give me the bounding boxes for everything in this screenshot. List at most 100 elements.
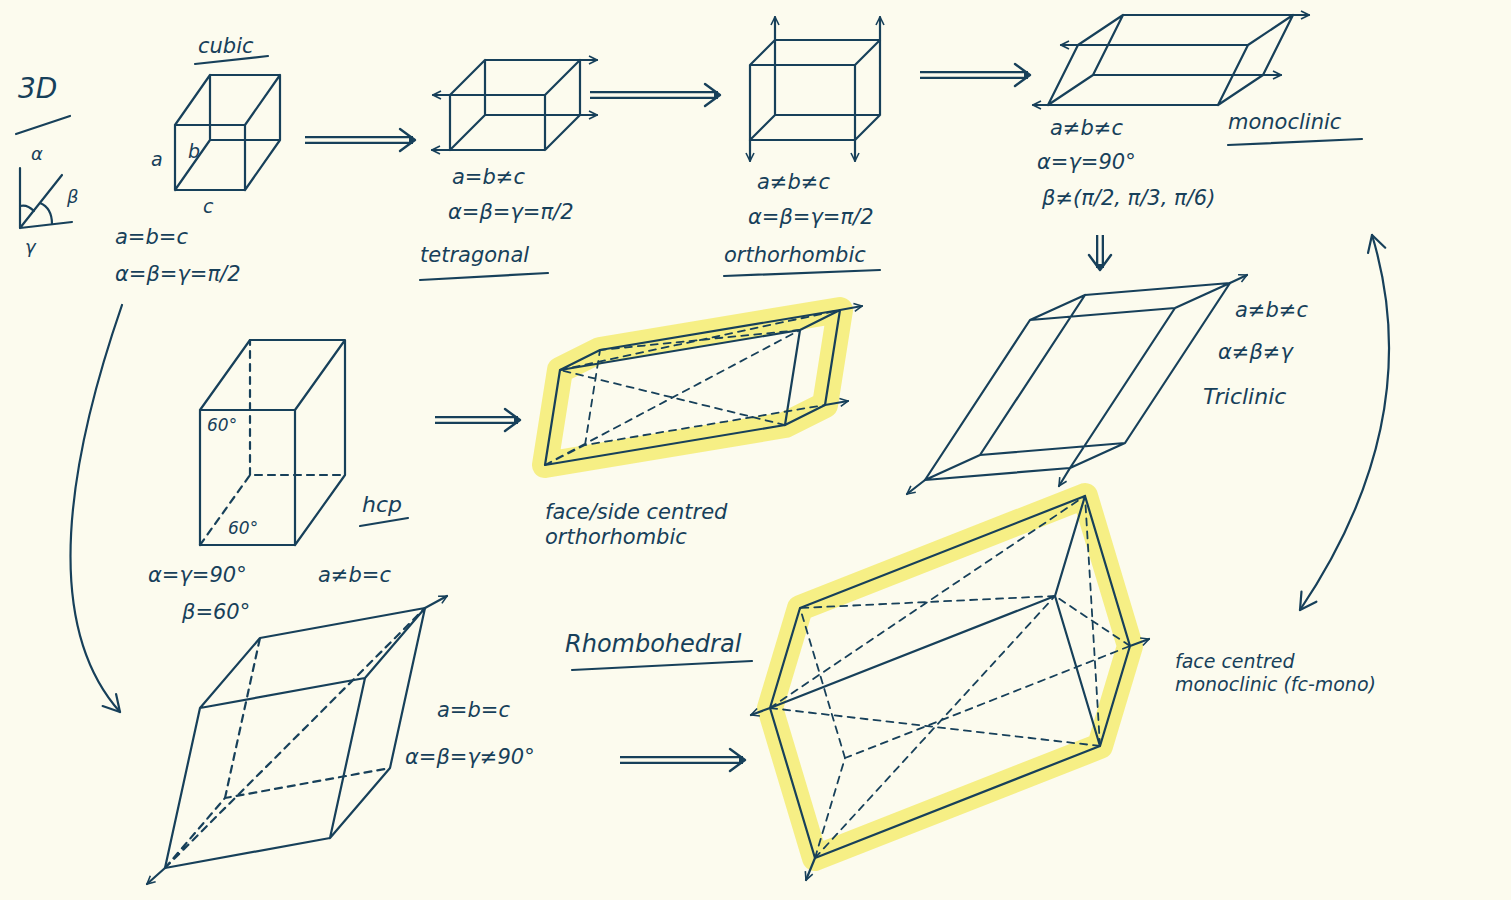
connector-arrow xyxy=(1300,235,1389,610)
axis-arrow xyxy=(1059,468,1070,486)
monoclinic-figure xyxy=(1048,15,1293,105)
lattice-caption: α=β=γ=π/2 xyxy=(115,262,241,287)
lattice-caption: α=β=γ=π/2 xyxy=(448,200,574,225)
lattice-figure: a=b≠c α=β=γ=π/2 tetragonal xyxy=(415,45,590,285)
lattice-caption: face centred monoclinic (fc-mono) xyxy=(1175,650,1400,696)
dimension-label: α xyxy=(31,143,43,165)
dimension-label: 60° xyxy=(228,518,258,538)
arrowhead xyxy=(1015,64,1030,86)
lattice-caption: face/side centred orthorhombic xyxy=(545,500,835,550)
cube-figure xyxy=(175,75,280,190)
hidden-edges xyxy=(165,608,425,868)
underline xyxy=(16,116,70,134)
fc-orthorhombic-figure xyxy=(545,310,840,465)
connector-outer xyxy=(435,416,518,424)
arrowhead xyxy=(505,409,520,431)
lattice-caption: orthorhombic xyxy=(724,243,866,268)
fc-monoclinic-figure xyxy=(770,496,1130,858)
connector-inner xyxy=(305,138,409,141)
axis-arrow xyxy=(825,401,848,405)
axis-arrow xyxy=(1263,74,1281,76)
connector-arrow xyxy=(70,305,122,712)
figure-title: Rhombohedral xyxy=(565,630,741,659)
lattice-figure: hcp α=γ=90° a≠b=c β=60° xyxy=(145,330,435,632)
underline xyxy=(1228,139,1362,145)
lattice-figure: a≠b≠cα≠β≠γTriclinic xyxy=(915,270,1360,495)
lattice-caption: a≠b≠c xyxy=(1050,116,1123,141)
lattice-caption: a=b=c xyxy=(437,698,510,723)
lattice-figure: face/side centred orthorhombic xyxy=(520,300,850,605)
lattice-caption: α=γ=90° xyxy=(148,563,247,588)
underline xyxy=(572,661,752,670)
axis-arrow xyxy=(425,596,447,608)
hidden-edges xyxy=(200,340,345,545)
connector-arrow xyxy=(620,749,745,771)
connector-curve xyxy=(70,305,122,712)
axis-arrow xyxy=(1061,44,1078,46)
connector-inner xyxy=(920,73,1024,76)
hcp-figure xyxy=(200,340,345,545)
rhombohedral-figure xyxy=(165,608,425,868)
arrowhead xyxy=(1368,235,1385,253)
connector-curve xyxy=(1300,235,1389,610)
highlight-band xyxy=(770,496,1130,858)
underline xyxy=(724,270,880,276)
connector-outer xyxy=(590,91,718,99)
connector-inner xyxy=(620,758,739,761)
highlight-band xyxy=(545,310,840,465)
dimension-label: c xyxy=(203,195,213,218)
connector-arrow xyxy=(435,409,520,431)
connector-arrow xyxy=(920,64,1030,86)
axis-arrow xyxy=(749,140,751,161)
arrowhead xyxy=(103,694,120,712)
dimension-label: γ xyxy=(25,236,36,258)
connector-arrow xyxy=(590,84,720,106)
lattice-caption: hcp xyxy=(362,492,402,518)
axis-arrow xyxy=(907,480,925,494)
lattice-caption: monoclinic xyxy=(1228,110,1341,135)
lattice-caption: α≠β≠γ xyxy=(1218,340,1293,365)
axis-arrow xyxy=(1033,104,1048,106)
connector-inner xyxy=(435,418,514,421)
axis-arrow xyxy=(854,140,856,161)
lattice-caption: β≠(π/2, π/3, π/6) xyxy=(1042,186,1215,211)
hidden-edges xyxy=(770,496,1130,858)
axis-arrow xyxy=(433,94,450,96)
connector-inner xyxy=(1098,235,1101,264)
axis-arrow xyxy=(580,59,597,61)
axis-arrow xyxy=(1293,14,1309,16)
connector-arrow xyxy=(305,129,415,151)
connector-outer xyxy=(920,71,1028,79)
arrowhead xyxy=(730,749,745,771)
dimension-label: b xyxy=(188,140,200,163)
arrowhead xyxy=(400,129,415,151)
lattice-figure: a≠b≠c monoclinic α=γ=90° β≠(π/2, π/3, π/6) xyxy=(1030,5,1400,235)
ink-strokes xyxy=(16,15,1362,884)
axis-arrow xyxy=(432,149,450,151)
axis-arrow xyxy=(774,17,776,40)
axis-arrow xyxy=(147,868,165,884)
axis-arrow xyxy=(879,17,881,40)
arrowhead xyxy=(705,84,720,106)
axis-arrow xyxy=(751,708,770,715)
angle-sketch xyxy=(20,168,72,228)
lattice-caption: a≠b≠c xyxy=(757,170,830,195)
dimension-label: 60° xyxy=(207,415,237,435)
lattice-caption: a≠b=c xyxy=(318,563,391,588)
lattice-caption: a≠b≠c xyxy=(1235,298,1308,323)
connector-outer xyxy=(1096,235,1104,268)
lattice-figure: a≠b≠c α=β=γ=π/2 orthorhombic xyxy=(720,10,920,285)
hidden-edges xyxy=(545,310,840,465)
lattice-caption: α=β=γ=π/2 xyxy=(748,205,874,230)
lattice-caption: a=b≠c xyxy=(452,165,525,190)
lattice-caption: β=60° xyxy=(182,600,250,625)
lattice-caption: α=γ=90° xyxy=(1037,150,1136,175)
lattice-figure: cubica=b=cα=β=γ=π/2 xyxy=(105,30,305,305)
axis-arrow xyxy=(1230,275,1247,283)
underline xyxy=(360,518,408,526)
lattice-caption: tetragonal xyxy=(420,243,529,268)
axis-arrow xyxy=(806,858,815,880)
